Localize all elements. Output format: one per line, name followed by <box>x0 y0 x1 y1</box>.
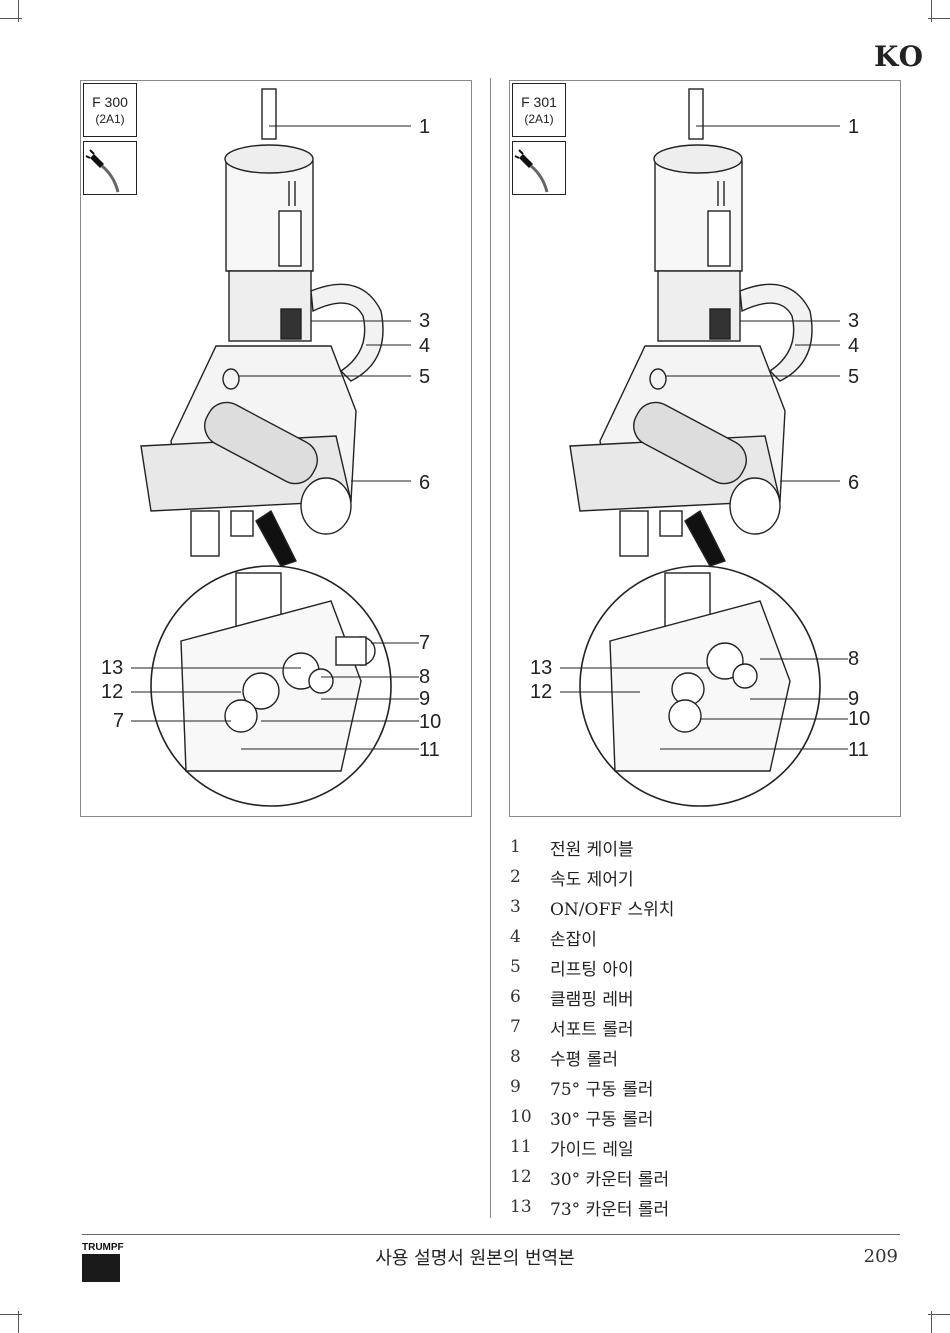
legend-number: 13 <box>510 1197 532 1217</box>
callout-1: 1 <box>848 116 860 138</box>
callout-10: 10 <box>848 708 871 730</box>
legend-number: 2 <box>510 867 521 887</box>
legend-item: 4 손잡이 <box>510 922 890 952</box>
legend-item: 12 30° 카운터 롤러 <box>510 1162 890 1192</box>
power-plug-icon <box>83 141 137 195</box>
model-variant: (2A1) <box>524 112 554 126</box>
legend-text: 전원 케이블 <box>550 839 634 860</box>
crop-mark <box>931 1311 932 1333</box>
legend-text: 75° 구동 롤러 <box>550 1079 654 1100</box>
legend-item: 5 리프팅 아이 <box>510 952 890 982</box>
callout-7-left: 7 <box>113 710 125 732</box>
callout-5: 5 <box>419 366 431 388</box>
model-label: F 300 (2A1) <box>83 83 137 137</box>
callout-8: 8 <box>848 648 860 670</box>
legend-number: 7 <box>510 1017 521 1037</box>
legend-item: 6 클램핑 레버 <box>510 982 890 1012</box>
callout-11: 11 <box>419 739 440 761</box>
callout-6: 6 <box>419 472 431 494</box>
logo-block <box>82 1254 120 1282</box>
legend-text: 서포트 롤러 <box>550 1019 634 1040</box>
callout-11: 11 <box>848 739 869 761</box>
legend-number: 11 <box>510 1137 532 1157</box>
legend-text: 속도 제어기 <box>550 869 634 890</box>
model-variant: (2A1) <box>95 112 125 126</box>
callout-13: 13 <box>530 657 553 679</box>
tool-illustration-f301 <box>560 88 848 807</box>
legend-item: 7 서포트 롤러 <box>510 1012 890 1042</box>
legend-number: 4 <box>510 927 521 947</box>
legend-item: 3 ON/OFF 스위치 <box>510 892 890 922</box>
legend-number: 3 <box>510 897 521 917</box>
tool-illustration-f300 <box>131 88 419 807</box>
legend-text: ON/OFF 스위치 <box>550 899 675 920</box>
callout-1: 1 <box>419 116 431 138</box>
legend-number: 9 <box>510 1077 521 1097</box>
callout-5: 5 <box>848 366 860 388</box>
legend-text: 수평 롤러 <box>550 1049 618 1070</box>
crop-mark <box>0 18 22 19</box>
figure-panel-f301: F 301 (2A1) 1 3 4 5 6 8 9 10 11 13 12 <box>509 80 901 817</box>
footer-title: 사용 설명서 원본의 번역본 <box>375 1248 575 1269</box>
power-plug-icon <box>512 141 566 195</box>
callout-4: 4 <box>848 335 860 357</box>
page-number: 209 <box>863 1246 898 1267</box>
crop-mark <box>931 0 932 22</box>
logo-text: TRUMPF <box>82 1242 124 1253</box>
callout-4: 4 <box>419 335 431 357</box>
legend-number: 8 <box>510 1047 521 1067</box>
legend-text: 73° 카운터 롤러 <box>550 1199 670 1220</box>
model-label: F 301 (2A1) <box>512 83 566 137</box>
callout-9: 9 <box>419 688 431 710</box>
figure-panel-f300: F 300 (2A1) 1 3 4 5 6 7 8 9 10 11 13 12 … <box>80 80 472 817</box>
legend-number: 10 <box>510 1107 532 1127</box>
column-divider <box>490 78 491 1218</box>
legend-text: 30° 카운터 롤러 <box>550 1169 670 1190</box>
legend-item: 13 73° 카운터 롤러 <box>510 1192 890 1222</box>
parts-legend: 1 전원 케이블 2 속도 제어기 3 ON/OFF 스위치 4 손잡이 5 리프팅 아이… <box>510 832 890 1222</box>
crop-mark <box>928 18 950 19</box>
language-code: KO <box>874 40 924 73</box>
legend-number: 12 <box>510 1167 532 1187</box>
legend-item: 11 가이드 레일 <box>510 1132 890 1162</box>
legend-item: 8 수평 롤러 <box>510 1042 890 1072</box>
model-number: F 300 <box>92 94 128 110</box>
crop-mark <box>18 1311 19 1333</box>
callout-9: 9 <box>848 688 860 710</box>
legend-number: 1 <box>510 837 521 857</box>
callout-12: 12 <box>101 681 124 703</box>
legend-item: 1 전원 케이블 <box>510 832 890 862</box>
callout-10: 10 <box>419 711 442 733</box>
legend-text: 손잡이 <box>550 929 597 950</box>
crop-mark <box>928 1314 950 1315</box>
crop-mark <box>18 0 19 22</box>
legend-item: 9 75° 구동 롤러 <box>510 1072 890 1102</box>
callout-3: 3 <box>848 310 860 332</box>
model-number: F 301 <box>521 94 557 110</box>
legend-number: 6 <box>510 987 521 1007</box>
callout-7: 7 <box>419 632 431 654</box>
legend-text: 30° 구동 롤러 <box>550 1109 654 1130</box>
legend-text: 클램핑 레버 <box>550 989 634 1010</box>
callout-13: 13 <box>101 657 124 679</box>
callout-3: 3 <box>419 310 431 332</box>
callout-12: 12 <box>530 681 553 703</box>
legend-item: 10 30° 구동 롤러 <box>510 1102 890 1132</box>
trumpf-logo: TRUMPF <box>82 1242 124 1282</box>
legend-text: 가이드 레일 <box>550 1139 634 1160</box>
callout-8: 8 <box>419 666 431 688</box>
footer-rule <box>82 1234 900 1235</box>
legend-number: 5 <box>510 957 521 977</box>
callout-6: 6 <box>848 472 860 494</box>
legend-text: 리프팅 아이 <box>550 959 634 980</box>
crop-mark <box>0 1314 22 1315</box>
legend-item: 2 속도 제어기 <box>510 862 890 892</box>
